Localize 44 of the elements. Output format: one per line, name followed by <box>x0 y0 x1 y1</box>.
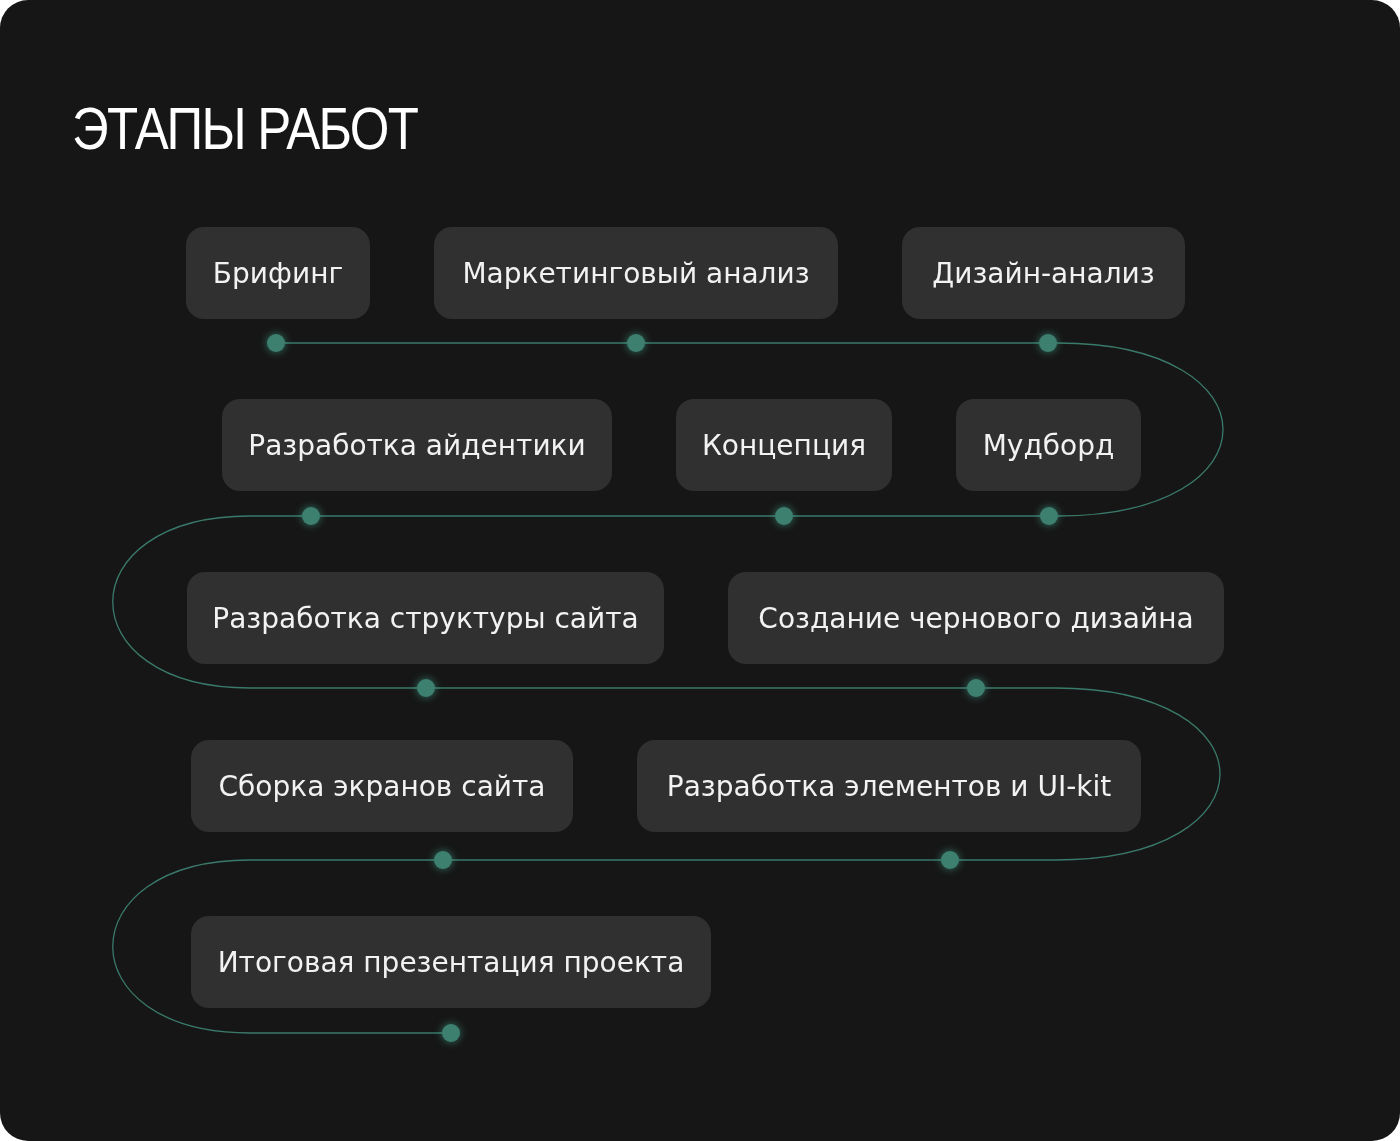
timeline-dot <box>775 507 793 525</box>
stage-box <box>956 399 1141 491</box>
timeline-dot <box>417 679 435 697</box>
stage-box <box>191 916 711 1008</box>
stage-box <box>191 740 573 832</box>
stage-label: Разработка айдентики <box>248 428 586 462</box>
stage-box <box>676 399 892 491</box>
timeline-dot <box>627 334 645 352</box>
stage-label: Мудборд <box>982 428 1115 462</box>
stage-label: Разработка элементов и UI-kit <box>666 769 1112 803</box>
stage-label: Разработка структуры сайта <box>212 601 639 635</box>
timeline-dot <box>941 851 959 869</box>
title: ЭТАПЫ РАБОТ <box>72 96 418 162</box>
timeline-dot <box>442 1024 460 1042</box>
stage-label: Итоговая презентация проекта <box>217 945 685 979</box>
stage-label: Сборка экранов сайта <box>218 769 546 803</box>
timeline-dot <box>434 851 452 869</box>
timeline-dot <box>967 679 985 697</box>
timeline-dot <box>267 334 285 352</box>
stage-box <box>186 227 370 319</box>
connector-line <box>112 515 418 689</box>
stage-box <box>434 227 838 319</box>
stage-box <box>222 399 612 491</box>
stage-box <box>728 572 1224 664</box>
connector-line <box>284 342 628 344</box>
stage-box <box>637 740 1141 832</box>
connector-line <box>319 515 776 517</box>
stage-box <box>902 227 1185 319</box>
stage-label: Маркетинговый анализ <box>462 256 810 290</box>
stage-box <box>187 572 664 664</box>
stage-label: Дизайн-анализ <box>932 256 1155 290</box>
connector-line <box>1056 342 1224 517</box>
connector-line <box>451 859 942 861</box>
connector-line <box>434 687 968 689</box>
connector-line <box>644 342 1040 344</box>
timeline-dot <box>302 507 320 525</box>
stage-label: Создание чернового дизайна <box>758 601 1194 635</box>
connector-line <box>958 687 1221 861</box>
timeline-dot <box>1039 334 1057 352</box>
connector-line <box>112 859 443 1034</box>
timeline-dot <box>1040 507 1058 525</box>
stage-label: Концепция <box>702 428 866 462</box>
connector-line <box>792 515 1041 517</box>
stage-label: Брифинг <box>212 256 344 290</box>
